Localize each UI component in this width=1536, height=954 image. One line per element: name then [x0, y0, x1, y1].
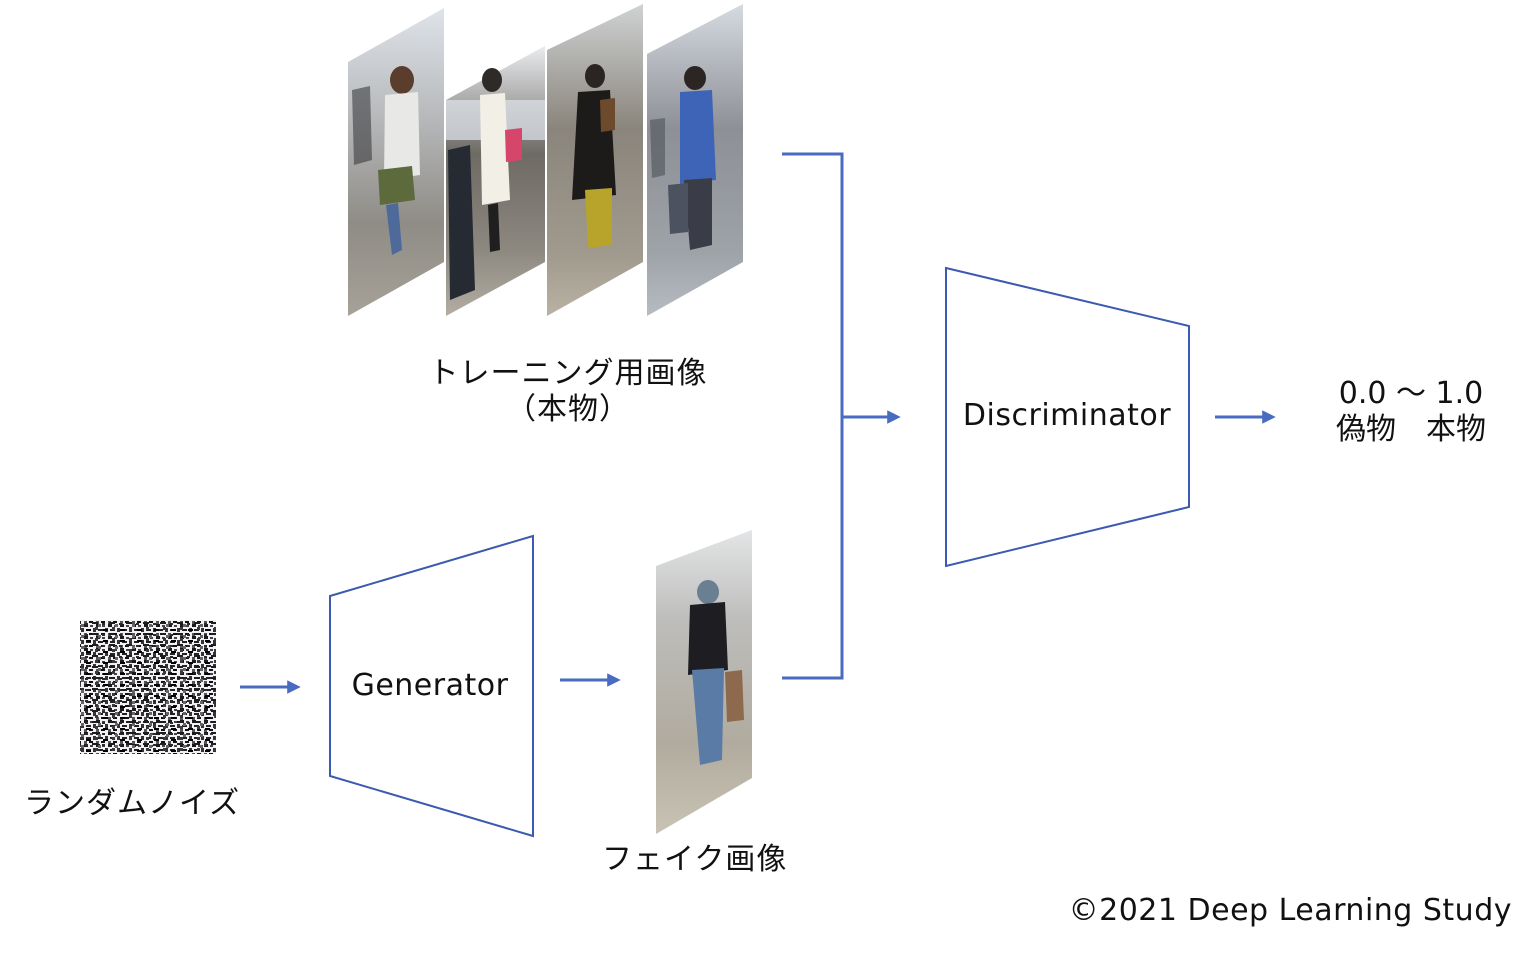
random-noise-label: ランダムノイズ	[24, 786, 241, 821]
training-images-label: トレーニング用画像 （本物）	[400, 356, 736, 428]
discriminator-label: Discriminator	[962, 398, 1172, 433]
random-noise-image	[80, 620, 216, 754]
training-image-1	[348, 8, 444, 316]
training-image-2	[446, 46, 545, 316]
generator-label: Generator	[351, 668, 509, 703]
arrows	[240, 410, 1276, 694]
training-images	[348, 4, 743, 316]
merge-bracket	[782, 152, 844, 680]
output-meaning: 偽物 本物	[1336, 412, 1486, 447]
copyright-footer: ©2021 Deep Learning Study	[1068, 893, 1512, 928]
discriminator-block	[945, 266, 1190, 568]
generator-block	[329, 534, 534, 838]
training-image-3	[547, 4, 643, 316]
training-label-line2: （本物）	[506, 392, 630, 427]
output-range: 0.0 〜 1.0	[1338, 376, 1484, 411]
connectors	[782, 152, 844, 680]
training-image-4	[647, 4, 743, 316]
fake-image-label: フェイク画像	[602, 842, 788, 877]
fake-image	[656, 530, 752, 834]
output-label: 0.0 〜 1.0 偽物 本物	[1296, 376, 1526, 448]
training-label-line1: トレーニング用画像	[428, 356, 708, 391]
